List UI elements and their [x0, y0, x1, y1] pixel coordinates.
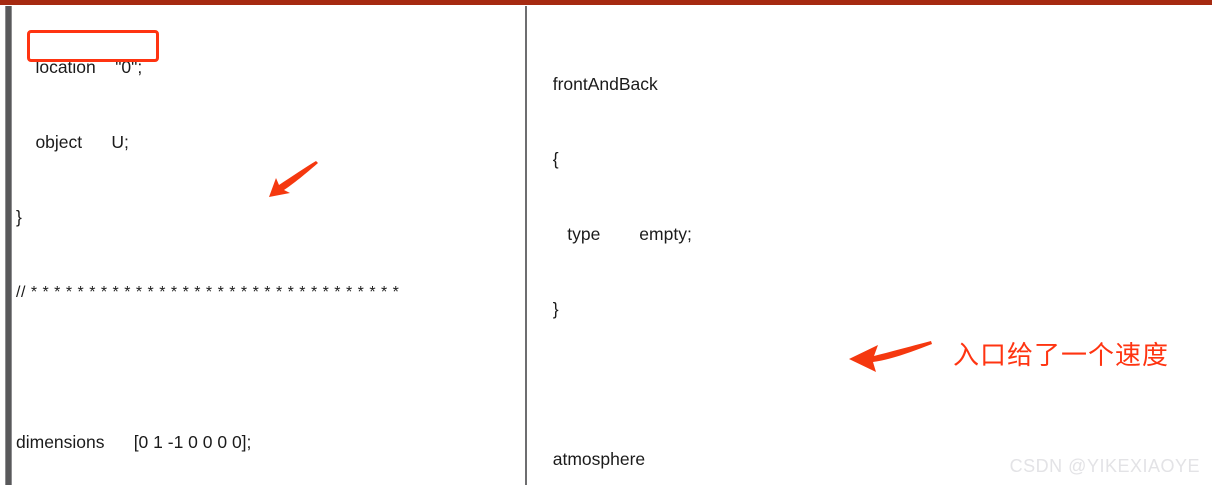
object-field-highlight-box [27, 30, 159, 62]
code-line: } [543, 299, 559, 319]
csdn-watermark: CSDN @YIKEXIAOYE [1009, 456, 1200, 476]
pane-divider [525, 6, 527, 485]
editor-left-gutter-bar[interactable] [5, 6, 12, 485]
code-line: dimensions [0 1 -1 0 0 0 0]; [16, 432, 252, 452]
left-code-pane[interactable]: location "0"; object U; } // * * * * * *… [16, 5, 521, 485]
code-line: frontAndBack [543, 74, 658, 94]
code-line: atmosphere [543, 449, 646, 469]
top-accent-rule [0, 0, 1212, 5]
code-line: } [16, 207, 22, 227]
code-line [16, 355, 521, 380]
right-code-pane[interactable]: frontAndBack { type empty; } atmosphere … [543, 22, 1103, 485]
code-line: object U; [16, 132, 129, 152]
code-line-comment-separator: // * * * * * * * * * * * * * * * * * * *… [16, 284, 405, 301]
arrow-internal-field-icon [266, 160, 322, 211]
code-line [543, 372, 1103, 397]
code-line: location "0"; [16, 57, 143, 77]
code-line: { [543, 149, 559, 169]
arrow-inlet-value-icon [846, 338, 934, 381]
chinese-annotation-label: 入口给了一个速度 [953, 341, 1170, 371]
code-line: type empty; [543, 224, 692, 244]
